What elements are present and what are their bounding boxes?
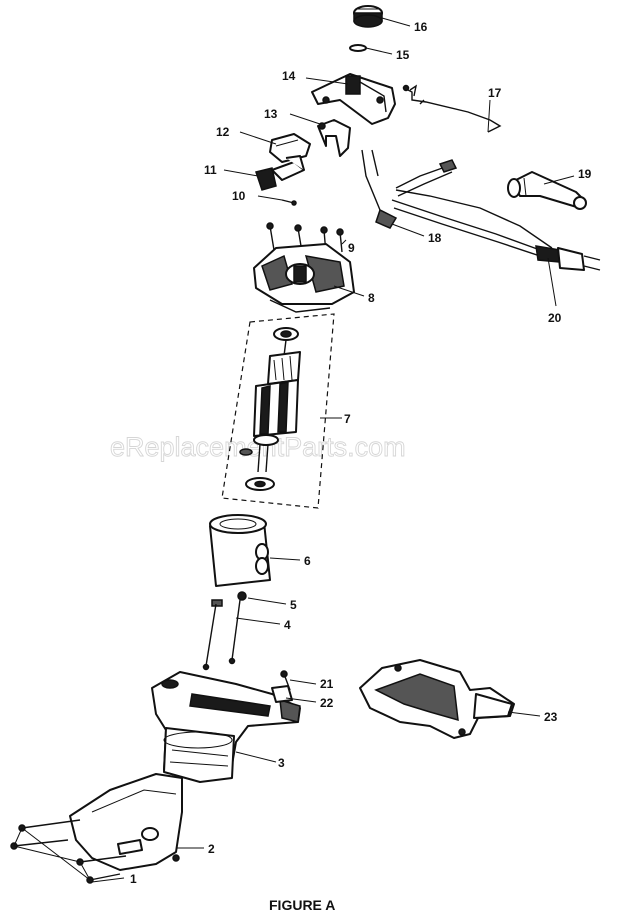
part-4-long-screws[interactable] [202,599,241,671]
part-20-cord-plug[interactable] [391,189,601,271]
part-7-armature[interactable] [221,313,335,509]
callout-2: 2 [208,842,215,856]
callout-3: 3 [278,756,285,770]
part-19-cord-protector[interactable] [507,171,587,210]
callout-20: 20 [548,311,562,325]
callout-9: 9 [348,241,355,255]
callout-18: 18 [428,231,442,245]
callout-6: 6 [304,554,311,568]
callout-8: 8 [368,291,375,305]
callout-1: 1 [130,872,137,886]
part-2-guard[interactable] [69,773,183,871]
part-13-clip[interactable] [317,119,351,157]
part-5-screw[interactable] [211,591,247,607]
callout-16: 16 [414,20,428,34]
part-17-wire[interactable] [402,84,502,133]
part-12-brush-cap[interactable] [269,133,311,163]
part-15-washer[interactable] [349,44,367,52]
part-23-handle-half[interactable] [359,659,515,739]
callout-11: 11 [204,163,217,177]
callout-19: 19 [578,167,592,181]
callout-22: 22 [320,696,334,710]
part-11-brush[interactable] [255,155,305,191]
part-14-bracket[interactable] [311,73,396,125]
callout-13: 13 [264,107,278,121]
callout-15: 15 [396,48,410,62]
callout-10: 10 [232,189,246,203]
callout-17: 17 [488,86,502,100]
part-22-clip[interactable] [271,685,293,703]
callout-14: 14 [282,69,296,83]
callout-7: 7 [344,412,351,426]
callout-4: 4 [284,618,291,632]
part-16-knob[interactable] [353,5,383,28]
callout-labels: 16 15 14 17 13 12 11 19 10 18 9 8 20 7 6… [130,20,592,886]
part-18-strain-relief[interactable] [361,149,458,229]
part-10-screw[interactable] [281,199,297,206]
callout-21: 21 [320,677,334,691]
callout-23: 23 [544,710,558,724]
part-6-field[interactable] [209,514,271,587]
part-3-housing[interactable] [151,671,301,783]
figure-caption: FIGURE A [269,897,335,913]
part-8-end-bracket[interactable] [253,243,355,313]
leader-lines [91,17,575,883]
callout-5: 5 [290,598,297,612]
part-1-screws[interactable] [10,819,127,884]
callout-12: 12 [216,125,230,139]
